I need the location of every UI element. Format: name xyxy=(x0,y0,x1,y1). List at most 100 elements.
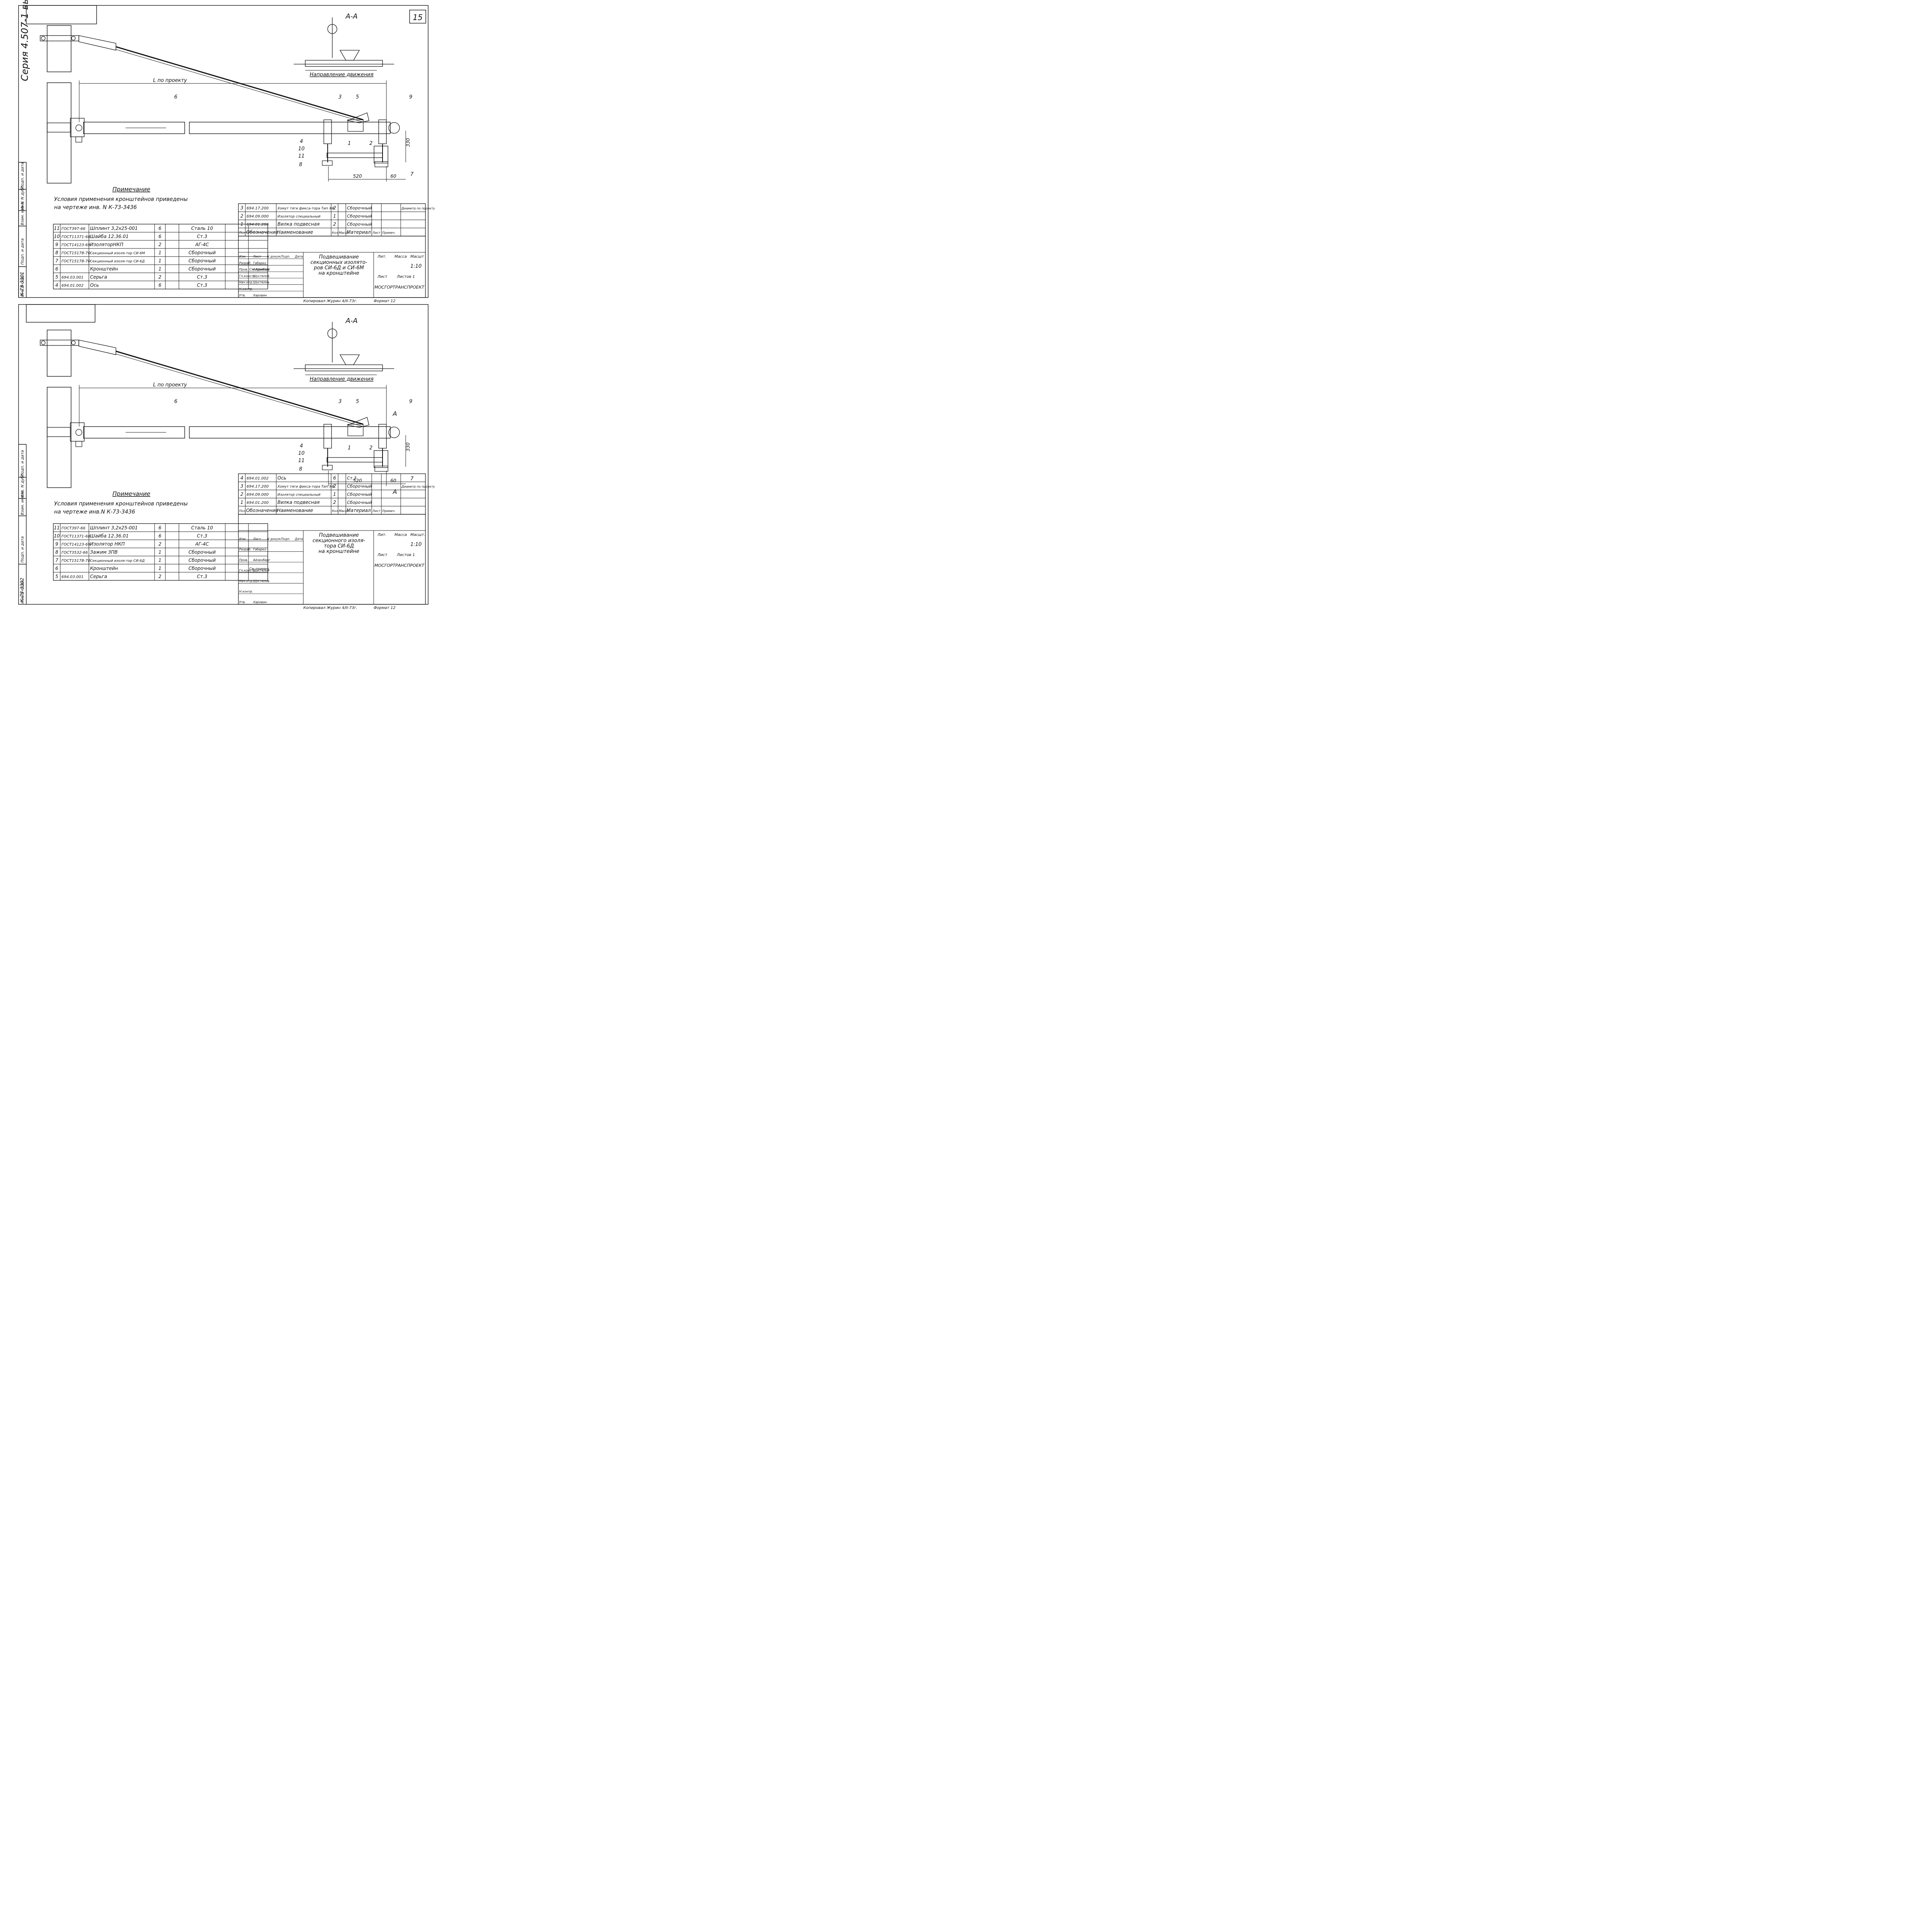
table-cell: 9 xyxy=(55,242,58,247)
note-text: Условия применения кронштейнов приведены xyxy=(54,196,188,202)
bracket-tube xyxy=(83,122,185,134)
table-cell: 9 xyxy=(55,541,58,547)
pole-upper xyxy=(47,330,71,377)
table-cell: Сборочный xyxy=(189,266,216,272)
sign-cell: Подп. xyxy=(281,537,290,541)
table-cell: 694.01.002 xyxy=(247,476,269,481)
table-cell: 694.09.000 xyxy=(247,214,269,219)
copied-by: Копировал Журин 4/II-73г. xyxy=(303,299,357,303)
table-cell: Вилка подвесная xyxy=(277,500,320,505)
table-cell: 2 xyxy=(333,205,336,211)
sign-cell: Айзенберг xyxy=(253,558,270,562)
callout-number: 8 xyxy=(299,466,302,472)
sign-cell: Пров. xyxy=(239,268,248,271)
table-cell: Шплинт 3,2х25-001 xyxy=(90,525,138,531)
table-cell: Сталь 10 xyxy=(191,525,213,531)
scale-label: Масшт. xyxy=(410,533,425,537)
table-cell: 2 xyxy=(158,541,162,547)
drawing-title: на кронштейне xyxy=(318,270,359,276)
sign-cell: Харовин xyxy=(253,294,267,297)
sign-cell: Подп. xyxy=(281,255,290,259)
table-cell: ГОСТ3532-66 xyxy=(61,551,88,555)
clamp-right xyxy=(374,466,388,472)
hinge-nut xyxy=(75,441,82,447)
table-cell: Диаметр по проекту xyxy=(401,207,435,210)
table-cell: Сборочный xyxy=(347,500,372,505)
sheet-label: Лист xyxy=(377,553,388,557)
sign-cell: Дата xyxy=(294,255,303,259)
title-block-corner-bottom xyxy=(26,304,95,323)
bolt-icon xyxy=(41,36,46,41)
tube-end-cap xyxy=(388,427,400,438)
cut-label: А xyxy=(393,488,397,495)
table-cell: 7 xyxy=(55,258,58,264)
note-text: на чертеже инв. N К-73-3436 xyxy=(54,204,137,211)
table-cell: Шплинт 3,2х25-001 xyxy=(90,226,138,231)
format-label: Формат 12 xyxy=(374,299,395,303)
table-cell: 2 xyxy=(333,221,336,227)
tube-end-cap xyxy=(388,122,400,134)
table-cell: Диаметр по проекту xyxy=(401,485,435,488)
spec-table-left xyxy=(53,523,268,581)
note-text: Условия применения кронштейнов приведены xyxy=(54,501,188,507)
frame-top xyxy=(18,5,429,298)
table-cell: 694.09.000 xyxy=(247,493,269,497)
table-cell: 2 xyxy=(240,492,243,497)
pole-lower xyxy=(47,387,71,488)
table-cell: 2 xyxy=(158,242,162,247)
table-cell: 694.01.002 xyxy=(61,284,83,288)
fixator-clamp-body xyxy=(347,119,364,132)
table-cell: Ось xyxy=(277,475,286,481)
sign-cell: Дата xyxy=(294,537,303,541)
dimension-offset: 60 xyxy=(390,173,396,179)
table-header: Масса xyxy=(339,509,349,513)
fixator-clamp xyxy=(347,417,369,428)
sign-cell: Шустелов xyxy=(253,274,269,278)
mass-label: Масса xyxy=(395,255,407,259)
table-cell: Хомут тяги фикса-тора Тип ХФ xyxy=(277,485,335,489)
table-cell: Ст.3 xyxy=(347,476,357,481)
side-stamp-label: Подп. и дата xyxy=(20,238,25,265)
table-header: Лист xyxy=(372,231,381,235)
drawing-title: на кронштейне xyxy=(318,549,359,554)
table-cell: ГОСТ15178-70 xyxy=(61,251,90,255)
table-cell: 6 xyxy=(55,266,58,272)
copied-by: Копировал Журин 4/II-73г. xyxy=(303,606,357,610)
table-header: Материал xyxy=(347,230,371,235)
side-stamp-label: Инв. N дубл. xyxy=(20,185,25,210)
table-header: Лист xyxy=(372,509,381,513)
table-cell: Сталь 10 xyxy=(191,226,213,231)
sheets-label: Листов 1 xyxy=(396,553,415,557)
table-cell: Изолятор специальный xyxy=(277,493,320,497)
callout-number: 3 xyxy=(338,399,342,405)
table-cell: 6 xyxy=(158,525,162,531)
table-cell: 2 xyxy=(333,483,336,489)
title-block-corner-top xyxy=(26,5,97,24)
table-cell: Сборочный xyxy=(347,222,372,227)
callout-number: 7 xyxy=(410,172,414,177)
table-cell: 2 xyxy=(158,274,162,280)
clamp-left xyxy=(322,160,333,166)
section-insulator-rail xyxy=(305,364,383,371)
drawing-title: тора СИ-6Д xyxy=(324,543,354,549)
table-cell: Хомут тяги фикса-тора Тип ХФ xyxy=(277,207,335,211)
bolt-icon xyxy=(71,340,76,345)
table-cell: ГОСТ14123-69 xyxy=(61,243,90,247)
table-cell: ГОСТ14123-69 xyxy=(61,543,90,547)
format-label: Формат 12 xyxy=(374,606,395,610)
tube-pole-clamp xyxy=(47,122,71,133)
side-stamp-label: Подп. и дата xyxy=(20,162,25,189)
table-cell: 8 xyxy=(55,250,58,255)
hinge-nut xyxy=(75,136,82,143)
callout-number: 10 xyxy=(298,451,305,456)
sign-cell: Айзенберг xyxy=(253,268,270,271)
table-cell: 694.17.200 xyxy=(247,206,269,211)
hanger-left xyxy=(323,119,332,144)
clamp-left xyxy=(322,465,333,470)
table-cell: 694.01.200 xyxy=(247,223,269,227)
callout-number: 9 xyxy=(409,399,412,405)
table-cell: ГОСТ15178-70 xyxy=(61,559,90,563)
bracket-tube xyxy=(189,426,391,439)
table-cell: Кронштейн xyxy=(90,266,118,272)
callout-number: 8 xyxy=(299,162,302,168)
